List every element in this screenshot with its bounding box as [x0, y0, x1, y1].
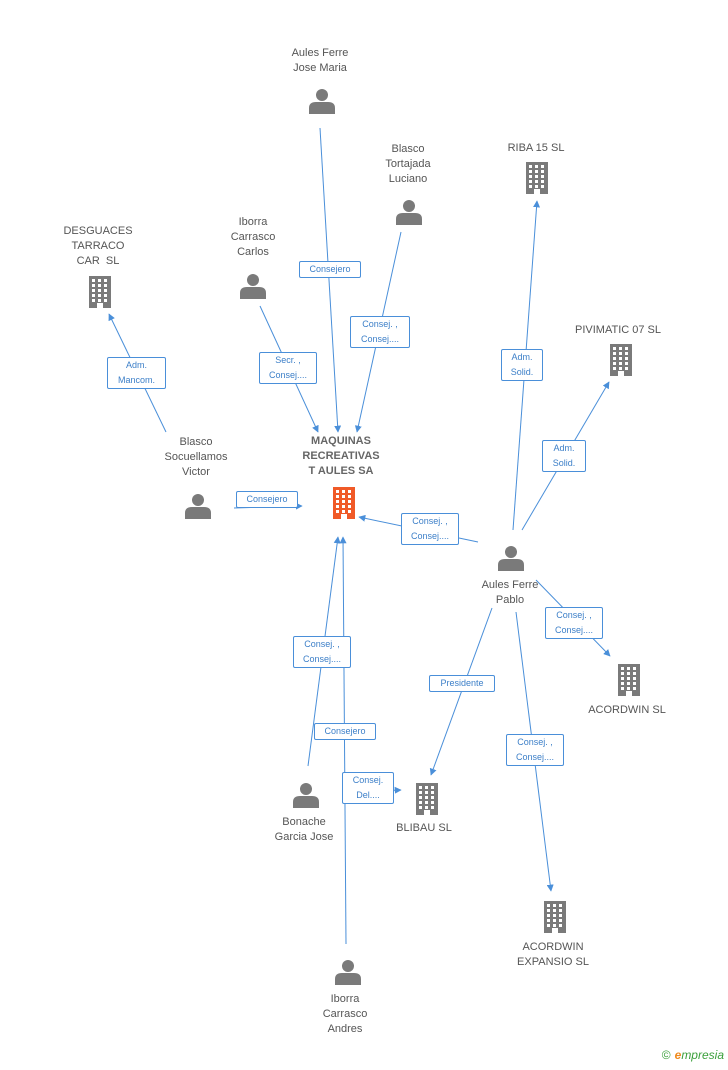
company-icon-expansio[interactable]: [544, 901, 566, 933]
node-label-center[interactable]: MAQUINAS RECREATIVAS T AULES SA: [302, 435, 380, 477]
edge-label-bonache-to-blibau[interactable]: Consej. Del....: [342, 772, 394, 804]
person-icon-jose_maria[interactable]: [309, 89, 335, 114]
edge-label-luciano-to-center[interactable]: Consej. , Consej....: [350, 316, 410, 348]
company-icon-desguaces[interactable]: [89, 276, 111, 308]
node-label-expansio[interactable]: ACORDWIN EXPANSIO SL: [517, 941, 589, 968]
node-label-andres[interactable]: Iborra Carrasco Andres: [322, 993, 368, 1035]
brand-initial: e: [674, 1048, 682, 1062]
company-icon-pivimatic[interactable]: [610, 344, 632, 376]
person-icon-bonache[interactable]: [293, 783, 319, 808]
person-icon-pablo[interactable]: [498, 546, 524, 571]
empresia-watermark: ©empresia: [662, 1048, 724, 1062]
node-label-luciano[interactable]: Blasco Tortajada Luciano: [385, 143, 431, 185]
edge-label-pablo-to-pivimatic[interactable]: Adm. Solid.: [542, 440, 586, 472]
edge-label-victor-to-desguaces[interactable]: Adm. Mancom.: [107, 357, 166, 389]
node-label-riba[interactable]: RIBA 15 SL: [507, 142, 565, 154]
node-label-jose_maria[interactable]: Aules Ferre Jose Maria: [291, 47, 349, 74]
edge-label-pablo-to-acordwin[interactable]: Consej. , Consej....: [545, 607, 603, 639]
edge-label-pablo-to-expansio[interactable]: Consej. , Consej....: [506, 734, 564, 766]
company-icon-acordwin[interactable]: [618, 664, 640, 696]
node-label-pablo[interactable]: Aules Ferre Pablo: [481, 579, 539, 606]
node-label-bonache[interactable]: Bonache Garcia Jose: [274, 816, 334, 843]
edge-label-carlos-to-center[interactable]: Secr. , Consej....: [259, 352, 317, 384]
edge-jose_maria-to-center: [319, 127, 342, 433]
person-icon-andres[interactable]: [335, 960, 361, 985]
node-label-desguaces[interactable]: DESGUACES TARRACO CAR SL: [63, 225, 133, 267]
copyright-icon: ©: [661, 1048, 671, 1062]
person-icon-carlos[interactable]: [240, 274, 266, 299]
edge-label-pablo-to-riba[interactable]: Adm. Solid.: [501, 349, 543, 381]
node-label-blibau[interactable]: BLIBAU SL: [396, 822, 452, 834]
edge-label-bonache-to-center[interactable]: Consej. , Consej....: [293, 636, 351, 668]
edge-label-victor-to-center[interactable]: Consejero: [236, 491, 298, 508]
edge-label-pablo-to-blibau[interactable]: Presidente: [429, 675, 495, 692]
node-label-acordwin[interactable]: ACORDWIN SL: [588, 704, 666, 716]
node-label-pivimatic[interactable]: PIVIMATIC 07 SL: [575, 324, 661, 336]
edge-andres-to-center: [339, 536, 347, 945]
edge-label-andres-to-center[interactable]: Consejero: [314, 723, 376, 740]
person-icon-luciano[interactable]: [396, 200, 422, 225]
company-icon-riba[interactable]: [526, 162, 548, 194]
node-label-carlos[interactable]: Iborra Carrasco Carlos: [230, 216, 276, 258]
edge-label-pablo-to-center[interactable]: Consej. , Consej....: [401, 513, 459, 545]
person-icon-victor[interactable]: [185, 494, 211, 519]
edge-label-jose_maria-to-center[interactable]: Consejero: [299, 261, 361, 278]
node-label-victor[interactable]: Blasco Socuellamos Victor: [164, 436, 228, 478]
company-icon-center[interactable]: [333, 487, 355, 519]
brand-name: mpresia: [681, 1048, 724, 1062]
company-icon-blibau[interactable]: [416, 783, 438, 815]
